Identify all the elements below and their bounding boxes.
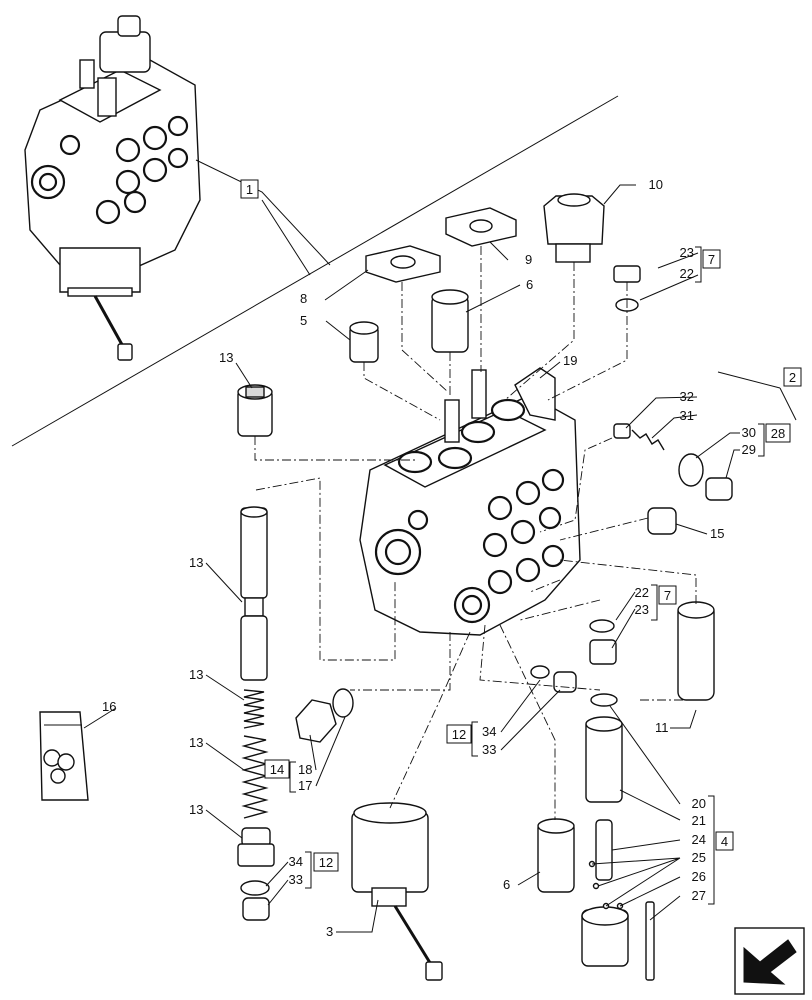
part-valve-10 <box>543 193 605 263</box>
callout-25: 25 <box>692 850 706 865</box>
callout-18: 18 <box>298 762 312 777</box>
callout-22a: 22 <box>680 266 694 281</box>
leader-lines <box>83 159 797 933</box>
part-relief-31-32 <box>613 423 665 451</box>
callout-24: 24 <box>692 832 706 847</box>
callout-13c: 13 <box>189 667 203 682</box>
part-plug-18 <box>295 688 354 743</box>
callout-7b: 7 <box>664 588 671 603</box>
next-view-arrow-icon[interactable] <box>734 927 805 995</box>
part-flange-8 <box>365 245 441 283</box>
part-spring-13-long <box>241 735 269 819</box>
callout-5: 5 <box>300 313 307 328</box>
part-kit-24-27 <box>581 819 655 981</box>
callout-1: 1 <box>246 182 253 197</box>
callout-28-box: 28 <box>765 423 791 443</box>
callout-7b-box: 7 <box>658 585 677 605</box>
callout-12a-box: 12 <box>446 724 472 744</box>
part-flange-9 <box>445 207 517 247</box>
callout-19: 19 <box>563 353 577 368</box>
part-cartridge-20-21 <box>585 693 623 803</box>
main-valve-body <box>359 367 581 636</box>
callout-34b: 34 <box>289 854 303 869</box>
part-cap-13 <box>237 827 275 867</box>
callout-1-box: 1 <box>240 179 259 199</box>
part-seal-34-33-right <box>530 665 577 693</box>
callout-17: 17 <box>298 778 312 793</box>
callout-2: 2 <box>789 370 796 385</box>
callout-20: 20 <box>692 796 706 811</box>
group-brackets <box>289 246 765 905</box>
callout-13a: 13 <box>219 350 233 365</box>
callout-13d: 13 <box>189 735 203 750</box>
callout-2-box: 2 <box>783 367 802 387</box>
callout-11: 11 <box>655 720 669 735</box>
callout-23a: 23 <box>680 245 694 260</box>
callout-26: 26 <box>692 869 706 884</box>
callout-14-box: 14 <box>264 759 290 779</box>
part-actuator-3 <box>351 802 443 981</box>
part-spool-13 <box>240 506 268 681</box>
callout-12a: 12 <box>452 727 466 742</box>
callout-15: 15 <box>710 526 724 541</box>
callout-29: 29 <box>742 442 756 457</box>
part-plug-29-30 <box>678 453 733 501</box>
part-spring-13-short <box>243 689 265 729</box>
callout-8: 8 <box>300 291 307 306</box>
part-sleeve-6 <box>431 289 469 353</box>
callout-13b: 13 <box>189 555 203 570</box>
callout-23b: 23 <box>635 602 649 617</box>
callout-33a: 33 <box>482 742 496 757</box>
callout-7a-box: 7 <box>702 249 721 269</box>
callout-28: 28 <box>771 426 785 441</box>
callout-10: 10 <box>649 177 663 192</box>
part-kit-16 <box>39 711 89 801</box>
callout-7a: 7 <box>708 252 715 267</box>
callout-9: 9 <box>525 252 532 267</box>
part-plug-13 <box>237 384 273 437</box>
assembly-lines <box>254 246 700 820</box>
callout-34a: 34 <box>482 724 496 739</box>
callout-6b: 6 <box>503 877 510 892</box>
callout-14: 14 <box>270 762 284 777</box>
callout-4-box: 4 <box>715 831 734 851</box>
callout-21: 21 <box>692 813 706 828</box>
part-fitting-5 <box>349 321 379 363</box>
callout-6a: 6 <box>526 277 533 292</box>
callout-27: 27 <box>692 888 706 903</box>
callout-32: 32 <box>680 389 694 404</box>
callout-12b: 12 <box>319 855 333 870</box>
callout-22b: 22 <box>635 585 649 600</box>
callout-3: 3 <box>326 924 333 939</box>
callout-16: 16 <box>102 699 116 714</box>
divider-line <box>11 95 619 447</box>
part-valve-11 <box>677 601 715 701</box>
callout-12b-box: 12 <box>313 852 339 872</box>
part-valve-6-lower <box>537 818 575 893</box>
callout-33b: 33 <box>289 872 303 887</box>
callout-30: 30 <box>742 425 756 440</box>
callout-31: 31 <box>680 408 694 423</box>
overview-valve-assembly <box>24 15 201 361</box>
part-plug-23-22-lower <box>589 619 617 665</box>
part-plug-15 <box>647 507 677 535</box>
callout-4: 4 <box>721 834 728 849</box>
part-seal-34-33 <box>240 880 270 921</box>
callout-13e: 13 <box>189 802 203 817</box>
